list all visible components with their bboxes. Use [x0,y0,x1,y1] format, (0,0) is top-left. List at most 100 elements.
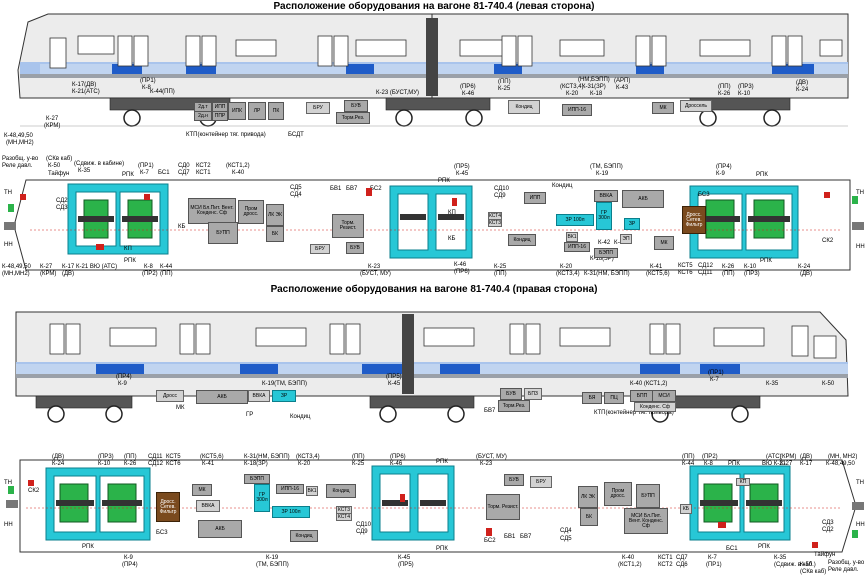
marker-red [28,480,34,486]
label: К-44 [160,264,173,270]
label: (ПР6) [460,84,476,90]
marker-red [718,522,726,528]
label: К-31(ЗР) [582,84,606,90]
label: К-24 [796,87,809,93]
equipment-box: Пром дросс. [238,200,264,224]
label: СД9 [356,529,368,535]
equipment-box: ИПП-16 [276,484,304,494]
label: (КСТ1,2) [226,163,250,169]
label: К-24 [52,461,65,467]
marker-red [144,194,150,200]
label: КСТ6 [166,461,181,467]
label: К-10 [744,264,757,270]
equipment-box: ЗР 100л [272,506,310,518]
equipment-box: КП [736,478,750,486]
label: СД11 [148,454,163,460]
marker-red [96,244,104,250]
equipment-box: ИПК [228,102,246,120]
label: КСТ5 [678,263,693,269]
label: (СКв каб) [800,569,827,575]
label: КБ [178,224,186,230]
label: БС3 [698,192,710,198]
marker-red [400,494,405,502]
label: К-7 [140,170,149,176]
equipment-box: ВК1 [306,486,318,496]
label: БВ7 [484,408,496,414]
label: (МН,МН2) [2,271,30,277]
label: (ПР3) [98,454,114,460]
label: К-42 [598,240,611,246]
label: К-20 [560,264,573,270]
equipment-box: БУВ [346,242,364,254]
marker-red [812,542,818,548]
label: (ПР3) [744,271,760,277]
equipment-box: БРУ [306,102,330,114]
label: РПК [124,258,136,264]
equipment-box: 2д.н [194,111,212,121]
label: БВ1 [330,186,342,192]
label: СД5 [560,536,572,542]
equipment-box: Торм. Резист. [332,214,364,238]
label: ТН [4,190,12,196]
label: К-21(АТС) [72,89,100,95]
label: К-27 [46,116,59,122]
plan-left [4,179,864,271]
label: К-9 [118,381,127,387]
equipment-box: БУВ [344,100,368,112]
marker-red [486,528,492,536]
label: СД12 [148,461,163,467]
label: К-27 [780,461,793,467]
label: РПК [436,546,448,552]
label: (ПП) [498,79,511,85]
equipment-box: ГР 300л [596,202,612,230]
plan-right [6,459,864,553]
label: К-10 [98,461,111,467]
label: К-31(НМ, БЭПП) [244,454,290,460]
label: (ПР5) [398,562,414,568]
label: КСТ2 [658,562,673,568]
label: (СКв каб) [46,156,73,162]
equipment-box: Кондиц [326,484,356,498]
equipment-box: Дросс. Сетев. Фильтр [156,492,180,522]
label: К-31(НМ, БЭПП) [584,271,630,277]
label: Кондиц [290,414,311,420]
label: (ПР6) [454,269,470,275]
equipment-box: КБ [680,504,692,514]
label: К-46 [454,262,467,268]
label: НН [4,522,13,528]
equipment-box: БРУ [530,476,552,488]
equipment-box: Торм. Резист. [486,494,520,520]
equipment-box: Дроссель [680,100,712,112]
label: РПК [82,544,94,550]
label: (ПП) [718,84,731,90]
label: (Сдвиж. в каб.) [774,562,816,568]
equipment-box: ИПП [524,192,546,204]
label: (ПР1) [706,562,722,568]
label: НН [856,244,865,250]
label: (АТС) [766,454,782,460]
label: (КРМ) [44,123,61,129]
label: РПК [728,461,740,467]
label: К-19 [266,555,279,561]
label: Кондиц [552,183,573,189]
label: (ПР1) [140,78,156,84]
label: (ПП) [160,271,173,277]
label: К-20 [566,91,579,97]
equipment-box: ПЦ [604,392,624,404]
label: К-46 [462,91,475,97]
label: ТН [856,190,864,196]
label: К-25 [494,264,507,270]
label: (ПР5) [454,164,470,170]
label: (ПР1) [138,163,154,169]
equipment-box: БУПП [636,484,660,508]
label: КСТ6 [678,270,693,276]
label: К-50 [822,381,835,387]
label: СД4 [560,528,572,534]
equipment-box: Конденс. Сф [634,402,676,412]
label: (ПП) [722,271,735,277]
label: К-50 [48,163,61,169]
label: (ПР3) [738,84,754,90]
label: (ПР1) [708,370,724,376]
marker-green [8,486,14,494]
label: (КСТ5,6) [200,454,224,460]
